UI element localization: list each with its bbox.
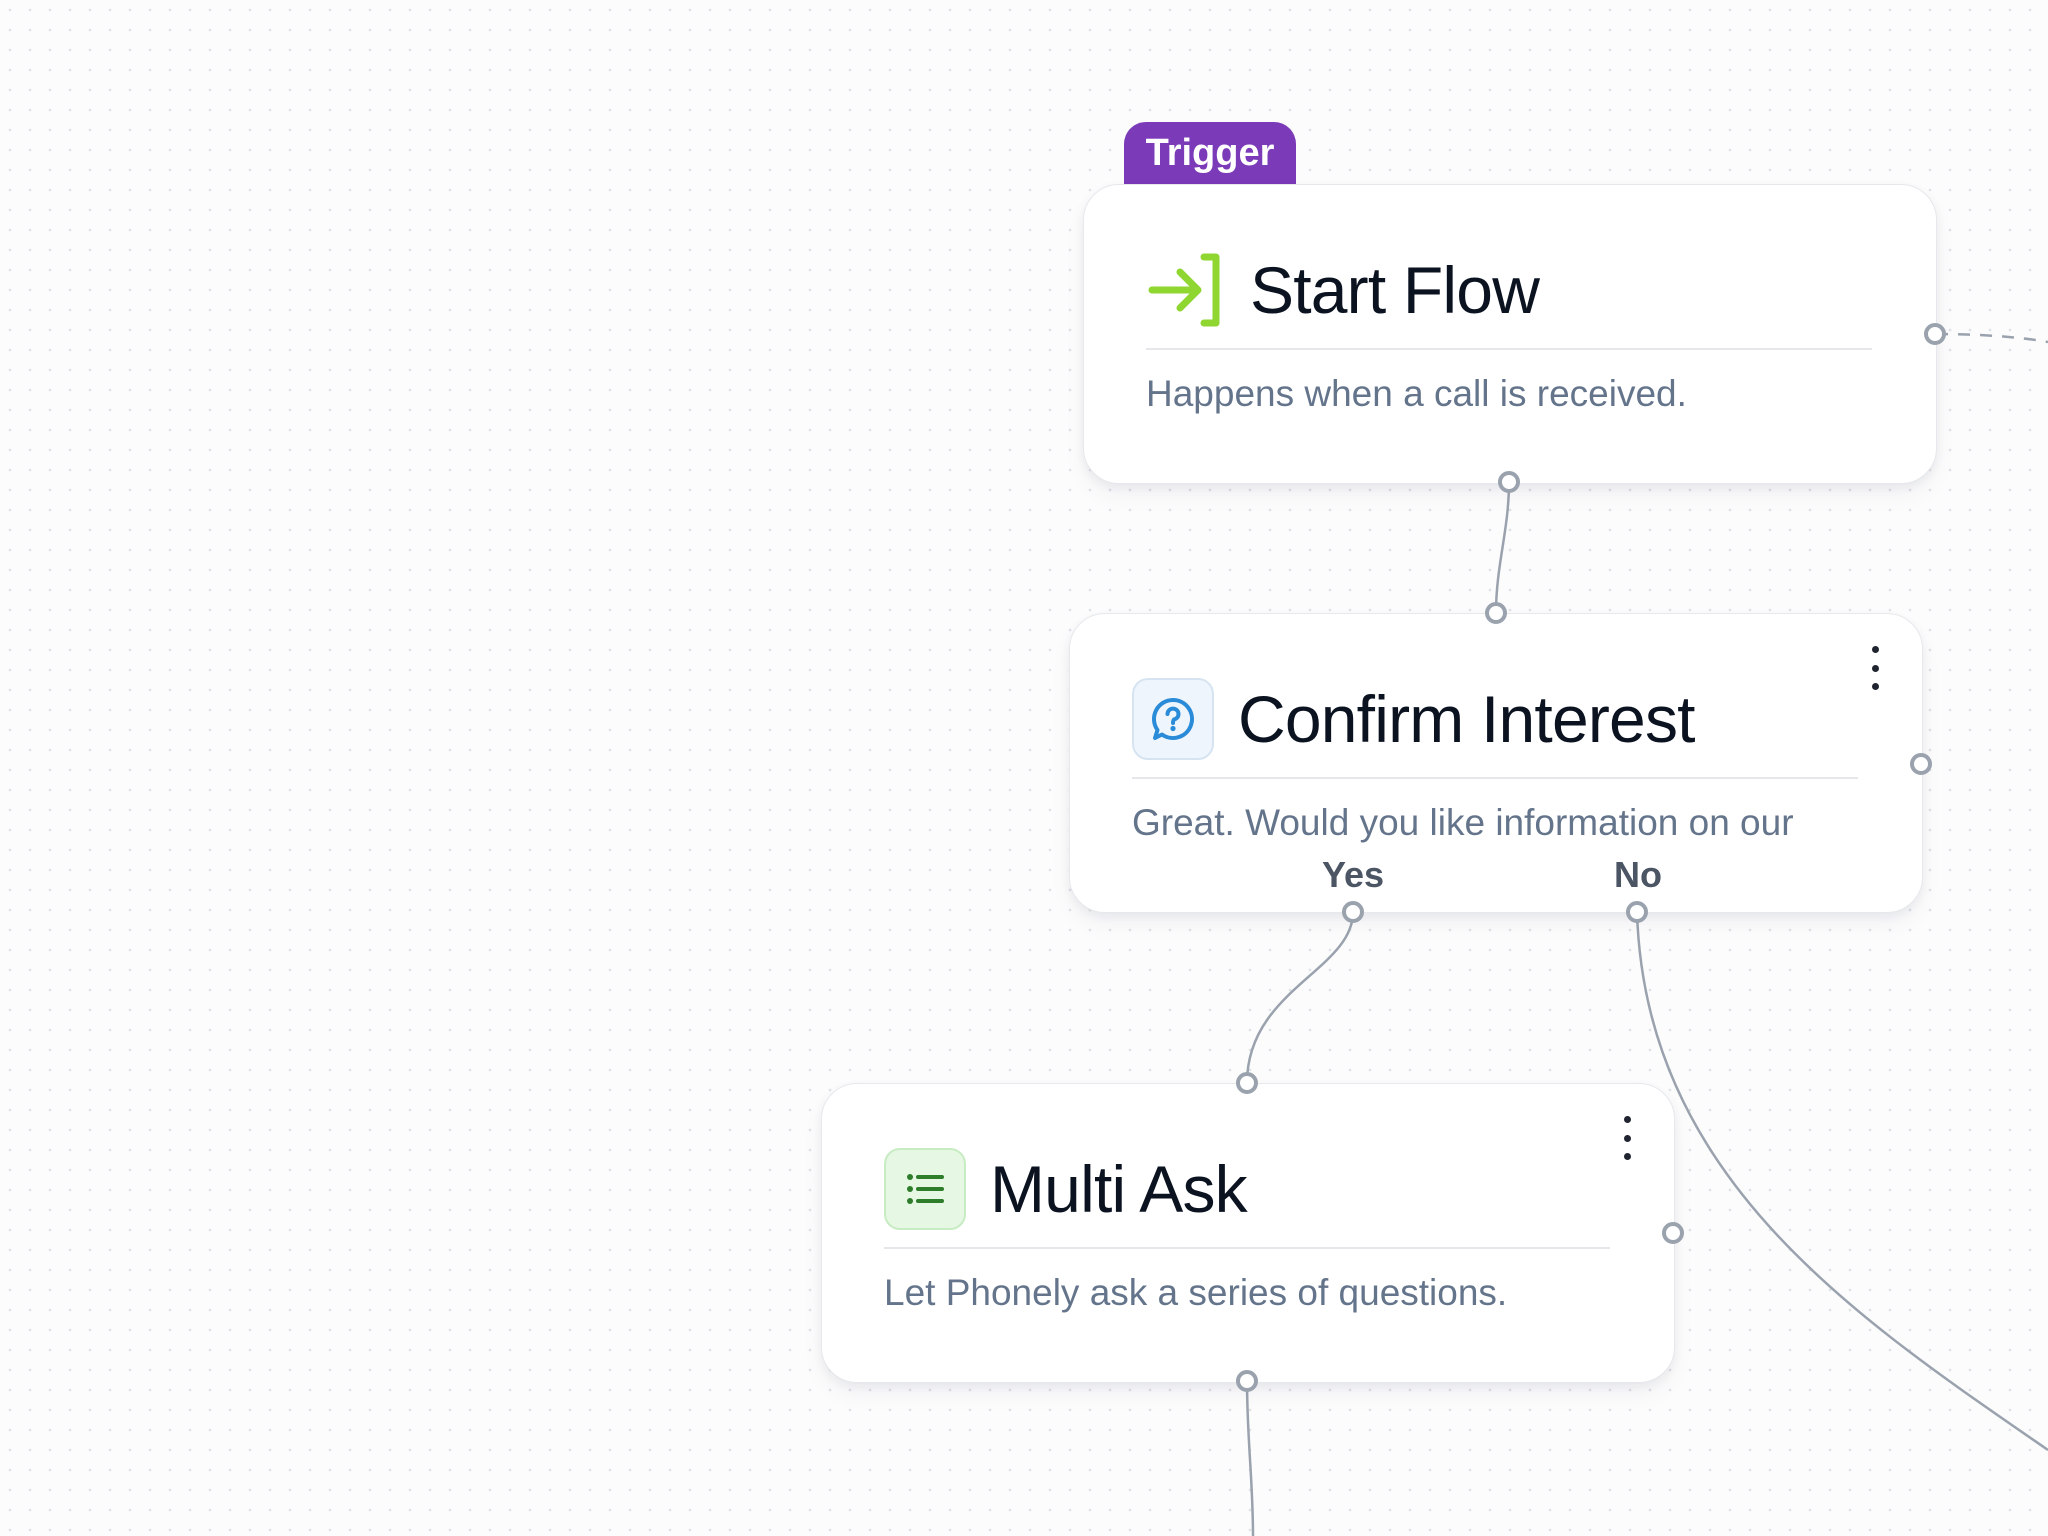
branch-label-no: No bbox=[1614, 854, 1662, 895]
node-title: Start Flow bbox=[1250, 253, 1540, 327]
node-description: Great. Would you like information on our bbox=[1132, 802, 1794, 843]
node-header: Start Flow bbox=[1146, 249, 1540, 331]
node-start-flow[interactable]: Start Flow Happens when a call is receiv… bbox=[1083, 184, 1937, 484]
edge-multi-down bbox=[1245, 1379, 1255, 1536]
question-bubble-icon bbox=[1132, 678, 1214, 760]
node-description: Happens when a call is received. bbox=[1146, 373, 1687, 414]
start-right-handle[interactable] bbox=[1924, 323, 1946, 345]
node-multi-ask[interactable]: Multi Ask Let Phonely ask a series of qu… bbox=[821, 1083, 1675, 1383]
node-divider bbox=[1146, 348, 1872, 350]
yes-output-handle[interactable] bbox=[1342, 901, 1364, 923]
node-description: Let Phonely ask a series of questions. bbox=[884, 1272, 1508, 1313]
node-title: Multi Ask bbox=[990, 1152, 1248, 1226]
node-title: Confirm Interest bbox=[1238, 682, 1695, 756]
more-options-icon[interactable] bbox=[1864, 646, 1886, 690]
edge-start-dashed bbox=[1935, 332, 2048, 344]
node-header: Confirm Interest bbox=[1132, 678, 1695, 760]
multi-right-handle[interactable] bbox=[1662, 1222, 1684, 1244]
trigger-badge: Trigger bbox=[1124, 122, 1296, 185]
list-icon bbox=[884, 1148, 966, 1230]
confirm-top-handle[interactable] bbox=[1485, 602, 1507, 624]
confirm-right-handle[interactable] bbox=[1910, 753, 1932, 775]
edge-yes-to-multi bbox=[1245, 911, 1355, 1084]
start-bottom-handle[interactable] bbox=[1498, 471, 1520, 493]
node-header: Multi Ask bbox=[884, 1148, 1248, 1230]
no-output-handle[interactable] bbox=[1626, 901, 1648, 923]
branch-label-yes: Yes bbox=[1322, 854, 1385, 895]
node-divider bbox=[1132, 777, 1858, 779]
edge-no-offscreen bbox=[1635, 911, 2048, 1452]
multi-top-handle[interactable] bbox=[1236, 1072, 1258, 1094]
edge-start-to-confirm bbox=[1494, 481, 1511, 614]
multi-bottom-handle[interactable] bbox=[1236, 1370, 1258, 1392]
node-confirm-interest[interactable]: Confirm Interest Great. Would you like i… bbox=[1069, 613, 1923, 913]
node-divider bbox=[884, 1247, 1610, 1249]
more-options-icon[interactable] bbox=[1616, 1116, 1638, 1160]
enter-arrow-icon bbox=[1146, 249, 1228, 331]
